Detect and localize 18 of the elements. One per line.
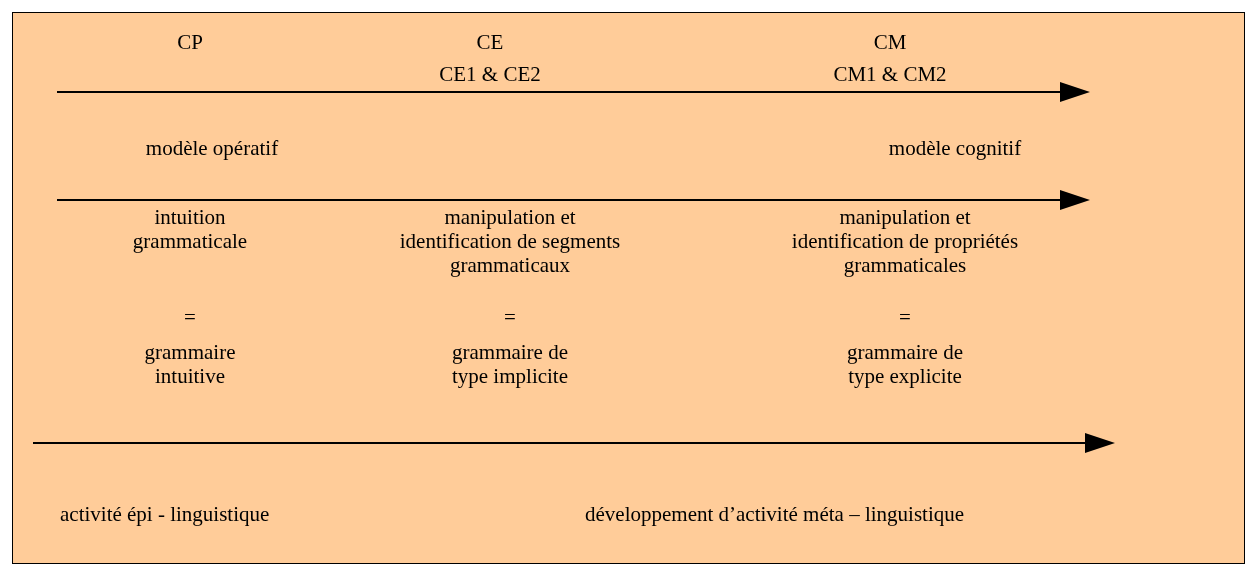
level-label: CE1 & CE2 — [438, 62, 542, 86]
grammar-type-label: grammaire intuitive — [143, 340, 237, 388]
grade-label: CP — [176, 30, 204, 54]
equals-sign: = — [503, 305, 517, 329]
grammar-type-label: grammaire de type implicite — [450, 340, 570, 388]
model-label: modèle opératif — [144, 136, 280, 160]
grade-label: CE — [475, 30, 505, 54]
activity-label: développement d’activité méta – linguistique — [585, 502, 965, 526]
activity-label: activité épi - linguistique — [60, 502, 270, 526]
equals-sign: = — [183, 305, 197, 329]
description-text: manipulation et identification de propriétés grammaticales — [790, 205, 1020, 277]
grammar-type-label: grammaire de type explicite — [846, 340, 964, 388]
model-label: modèle cognitif — [887, 136, 1023, 160]
level-label: CM1 & CM2 — [832, 62, 948, 86]
description-text: intuition grammaticale — [131, 205, 249, 253]
grade-label: CM — [872, 30, 908, 54]
description-text: manipulation et identification de segments grammaticaux — [398, 205, 622, 277]
equals-sign: = — [898, 305, 912, 329]
